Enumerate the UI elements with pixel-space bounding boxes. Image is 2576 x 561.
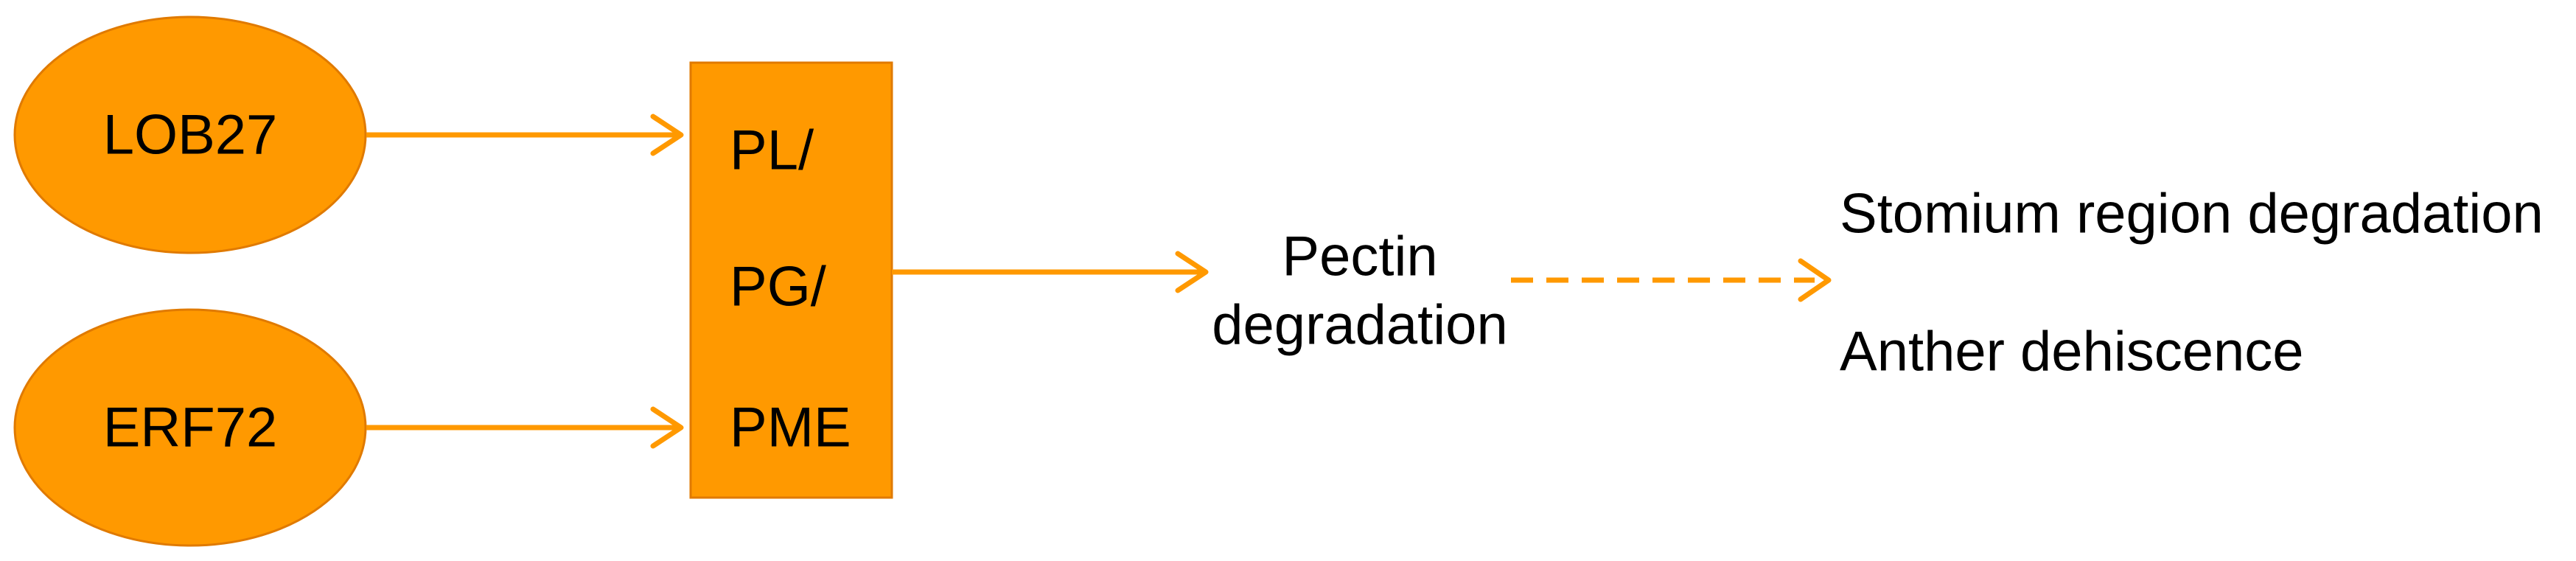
edges: [366, 114, 1832, 449]
erf72-label: ERF72: [103, 397, 278, 459]
arrowhead-enzymes-to-pectin: [1175, 251, 1209, 293]
lob27-node: LOB27: [13, 15, 367, 254]
enzymes-node: PL/ PG/ PME: [689, 61, 893, 499]
erf72-ellipse: [13, 308, 367, 547]
pectin-label-line1: Pectin: [1282, 226, 1437, 288]
arrowhead-lob27-to-enzymes: [650, 114, 684, 156]
enzyme-pme-label: PME: [730, 397, 851, 459]
arrowhead-pectin-to-outcomes: [1798, 258, 1832, 302]
enzyme-pl-label: PL/: [730, 119, 814, 182]
arrowhead-erf72-to-enzymes: [650, 406, 684, 449]
lob27-ellipse: [13, 15, 367, 254]
lob27-label: LOB27: [103, 104, 278, 167]
pectin-label-line2: degradation: [1212, 294, 1507, 357]
erf72-node: ERF72: [13, 308, 367, 547]
outcome-anther-label: Anther dehiscence: [1840, 321, 2304, 383]
enzymes-box: [689, 61, 893, 499]
outcomes-node: Stomium region degradation Anther dehisc…: [1840, 183, 2544, 383]
pectin-node: Pectin degradation: [1212, 226, 1507, 357]
enzyme-pg-label: PG/: [730, 256, 827, 318]
outcome-stomium-label: Stomium region degradation: [1840, 183, 2544, 245]
